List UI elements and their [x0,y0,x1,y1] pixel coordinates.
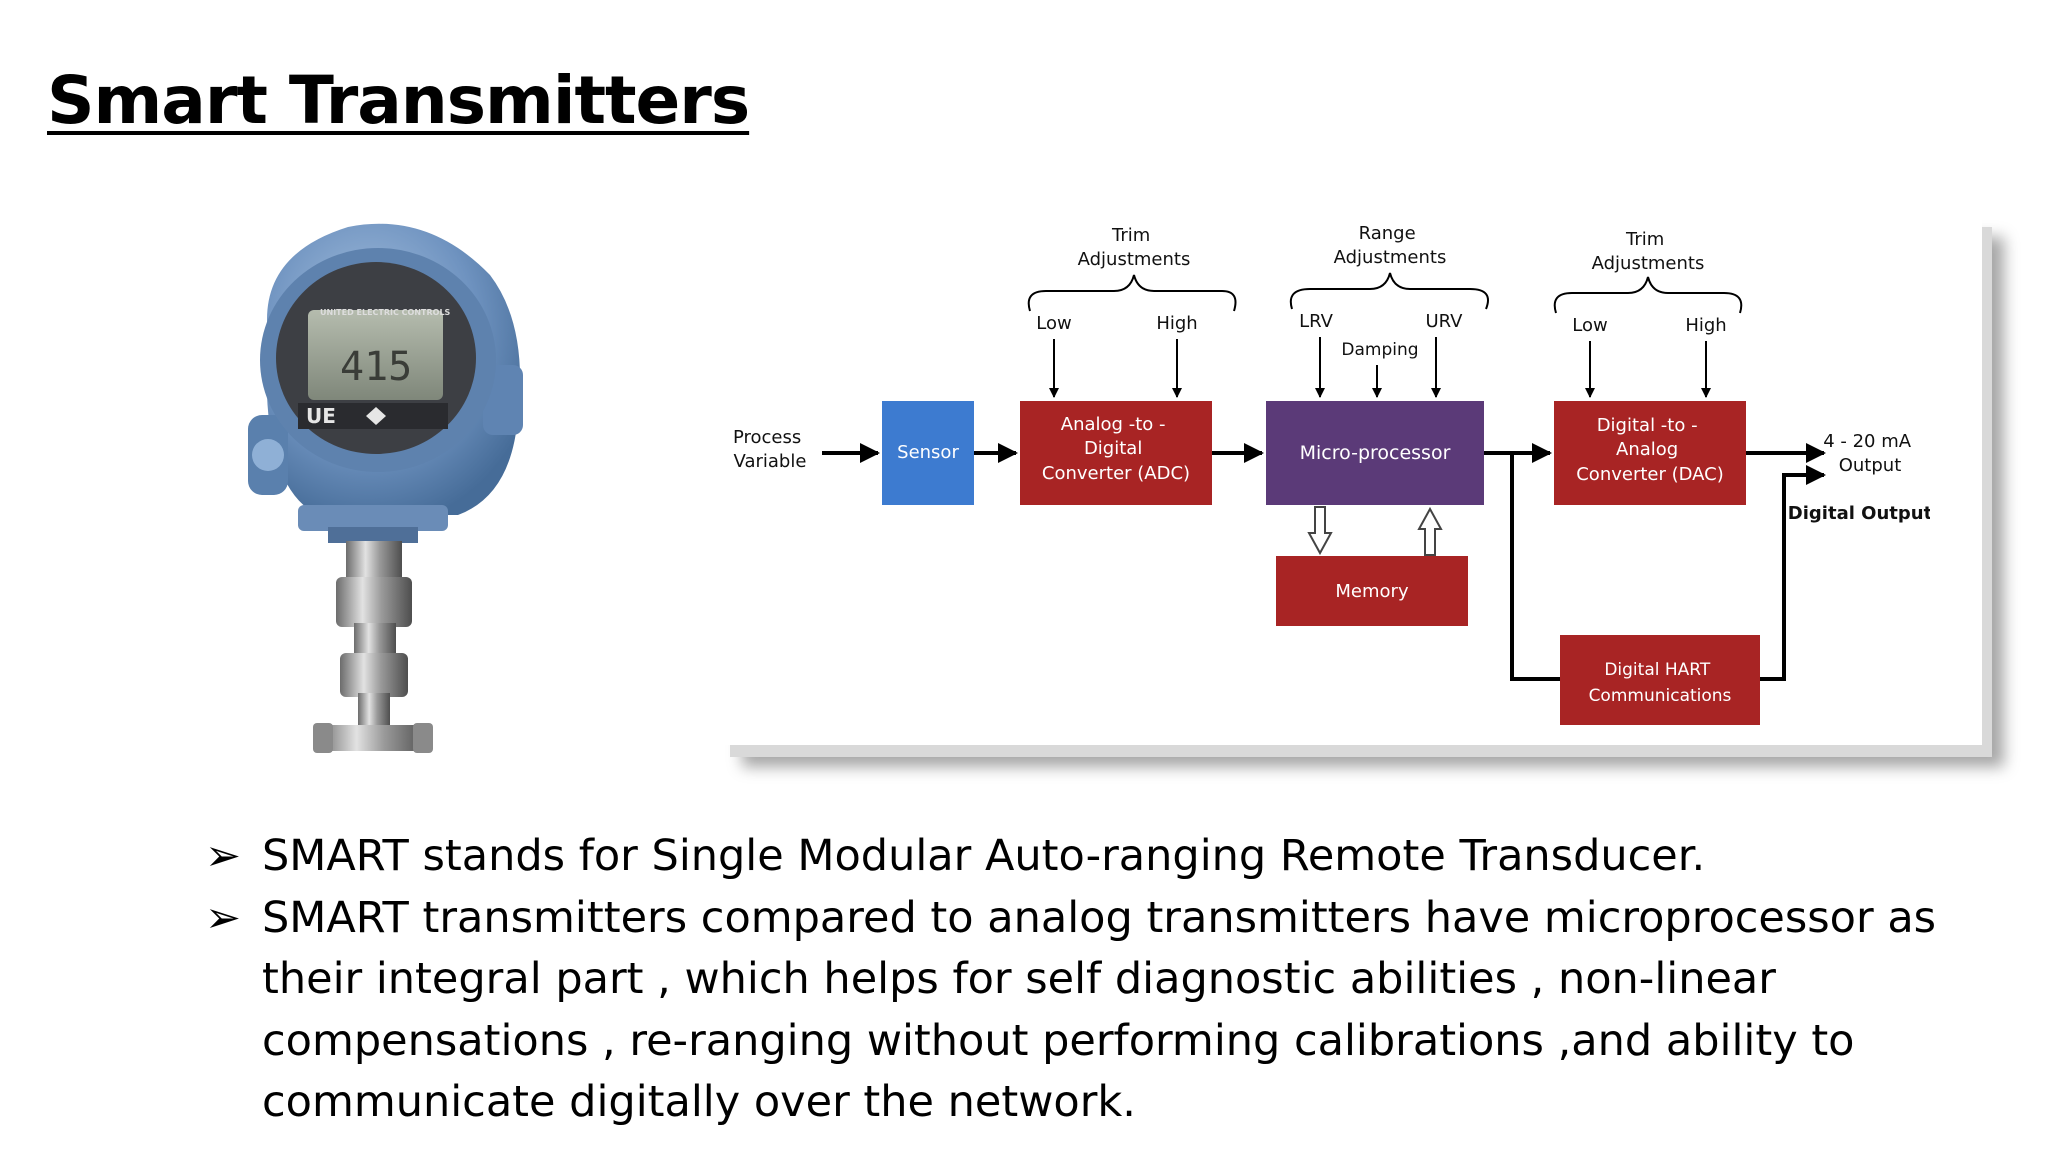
process-variable-label: Process Variable [733,427,807,472]
digital-output-label: Digital Output [1788,503,1930,524]
trim-left-label: Trim Adjustments [1078,225,1191,270]
bullet-item: ➢ SMART stands for Single Modular Auto-r… [205,826,1985,888]
device-logo: UE [306,404,336,428]
trim-right-label: Trim Adjustments [1592,229,1705,274]
trim-left-low-label: Low [1036,313,1071,334]
memory-block [1276,556,1468,626]
adc-label: Analog -to - Digital Converter (ADC) [1042,414,1190,484]
sensor-label: Sensor [897,442,959,463]
memory-label: Memory [1335,581,1409,602]
bullet-text: SMART transmitters compared to analog tr… [262,892,1937,1128]
smart-transmitter-image: UNITED ELECTRIC CONTROLS 415 UE [248,223,523,753]
urv-label: URV [1425,311,1463,332]
sensor-block [882,401,974,505]
bullet-list: ➢ SMART stands for Single Modular Auto-r… [205,826,1985,1134]
block-diagram: Process Variable Sensor Analog -to - Dig… [733,223,1930,725]
trim-right-high-label: High [1685,315,1726,336]
damping-label: Damping [1341,340,1418,360]
microprocessor-block [1266,401,1484,505]
bullet-text: SMART stands for Single Modular Auto-ran… [262,831,1706,881]
block-diagram-frame: Process Variable Sensor Analog -to - Dig… [720,215,1982,745]
dac-block [1554,401,1746,505]
range-label: Range Adjustments [1334,223,1447,268]
trim-left-high-label: High [1156,313,1197,334]
hart-label: Digital HART Communications [1589,660,1732,706]
trim-right-low-label: Low [1572,315,1607,336]
bullet-arrow-icon: ➢ [205,831,242,881]
bullet-arrow-icon: ➢ [205,892,242,943]
output-label: 4 - 20 mA Output [1823,431,1917,476]
dac-label: Digital -to - Analog Converter (DAC) [1576,415,1724,485]
bullet-item: ➢ SMART transmitters compared to analog … [205,888,1985,1134]
hart-block [1560,635,1760,725]
slide-title: Smart Transmitters [47,62,750,139]
microprocessor-label: Micro-processor [1300,442,1451,464]
adc-block [1020,401,1212,505]
device-brand-text: UNITED ELECTRIC CONTROLS [320,308,451,317]
device-display-value: 415 [340,344,412,390]
lrv-label: LRV [1299,311,1334,332]
